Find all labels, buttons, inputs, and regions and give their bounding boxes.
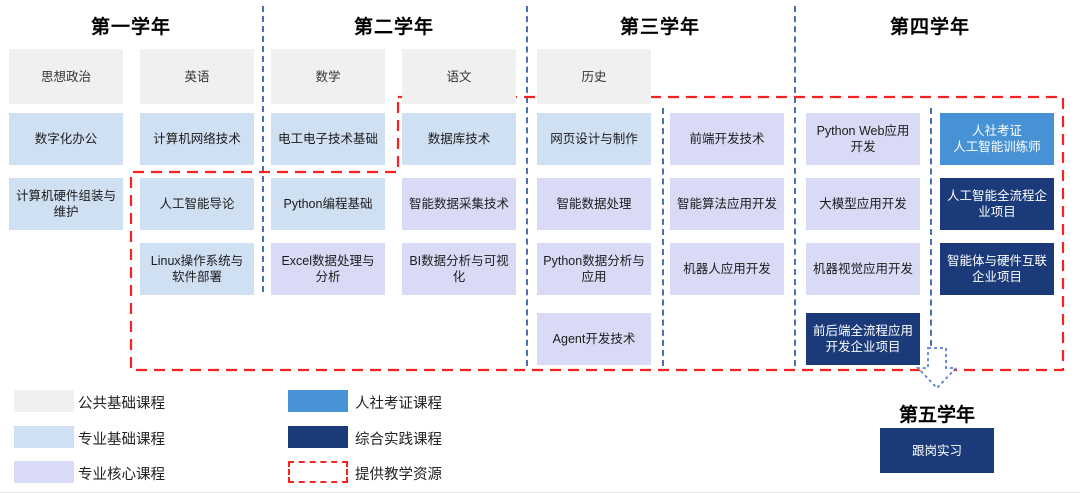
- legend-swatch-prac: [288, 426, 348, 448]
- course-card-label: Python数据分析与应用: [543, 254, 645, 284]
- course-card-label: 电工电子技术基础: [277, 132, 378, 146]
- course-card[interactable]: 人社考证 人工智能训练师: [940, 113, 1054, 165]
- course-card-label: 计算机硬件组装与维护: [15, 189, 116, 219]
- course-card-label: Agent开发技术: [552, 332, 636, 346]
- course-card[interactable]: 计算机硬件组装与维护: [9, 178, 123, 230]
- legend-label: 提供教学资源: [355, 467, 442, 483]
- separator-col7-col8: [930, 108, 932, 366]
- course-card-label: Python Web应用开发: [816, 124, 910, 154]
- course-card-label: 大模型应用开发: [819, 197, 907, 211]
- course-card[interactable]: 数字化办公: [9, 113, 123, 165]
- legend-swatch-core: [14, 461, 74, 483]
- course-card[interactable]: Python数据分析与应用: [537, 243, 651, 295]
- course-card[interactable]: Excel数据处理与分析: [271, 243, 385, 295]
- course-card-label: 数字化办公: [34, 132, 98, 146]
- course-card-label: 机器人应用开发: [683, 262, 771, 276]
- legend-label: 专业基础课程: [78, 432, 165, 448]
- course-card-label: 语文: [446, 69, 472, 84]
- course-card-label: 历史: [581, 69, 607, 84]
- course-card-label: Excel数据处理与分析: [281, 254, 375, 284]
- course-card-label: 数学: [315, 69, 341, 84]
- course-card[interactable]: 数据库技术: [402, 113, 516, 165]
- course-card[interactable]: Linux操作系统与软件部署: [140, 243, 254, 295]
- course-card[interactable]: 前端开发技术: [670, 113, 784, 165]
- course-card[interactable]: 历史: [537, 49, 651, 104]
- course-card[interactable]: Python编程基础: [271, 178, 385, 230]
- course-card-label: 机器视觉应用开发: [812, 262, 913, 276]
- course-card-label: 网页设计与制作: [550, 132, 638, 146]
- separator-year2-year3: [526, 6, 528, 366]
- year-title-4: 第四学年: [889, 17, 970, 38]
- course-card-label: 智能数据采集技术: [408, 197, 509, 211]
- course-card-label: Python编程基础: [283, 197, 373, 211]
- legend-swatch-cert: [288, 390, 348, 412]
- course-card[interactable]: 数学: [271, 49, 385, 104]
- legend-label: 综合实践课程: [355, 432, 442, 448]
- course-card[interactable]: Python Web应用开发: [806, 113, 920, 165]
- course-card-label: 思想政治: [40, 69, 91, 84]
- separator-year1-year2: [262, 6, 264, 292]
- course-card[interactable]: 思想政治: [9, 49, 123, 104]
- course-card[interactable]: 智能算法应用开发: [670, 178, 784, 230]
- legend-swatch-basic: [14, 426, 74, 448]
- course-card[interactable]: 智能数据处理: [537, 178, 651, 230]
- progression-arrow-icon: [915, 347, 959, 390]
- course-card[interactable]: 机器视觉应用开发: [806, 243, 920, 295]
- year-title-3: 第三学年: [619, 17, 700, 38]
- course-card-label: 前后端全流程应用开发企业项目: [812, 324, 913, 354]
- year-title-2: 第二学年: [353, 17, 434, 38]
- course-card[interactable]: 机器人应用开发: [670, 243, 784, 295]
- course-card[interactable]: 电工电子技术基础: [271, 113, 385, 165]
- course-card-label: 数据库技术: [427, 132, 491, 146]
- course-card[interactable]: 人工智能全流程企业项目: [940, 178, 1054, 230]
- course-card-label: 智能算法应用开发: [676, 197, 777, 211]
- course-card[interactable]: Agent开发技术: [537, 313, 651, 365]
- course-card-label: 智能数据处理: [556, 197, 632, 211]
- course-card[interactable]: 前后端全流程应用开发企业项目: [806, 313, 920, 365]
- course-card[interactable]: 英语: [140, 49, 254, 104]
- separator-col5-col6: [662, 108, 664, 366]
- course-card-label: 英语: [184, 69, 210, 84]
- course-card-label: 计算机网络技术: [153, 132, 241, 146]
- course-card[interactable]: 智能体与硬件互联企业项目: [940, 243, 1054, 295]
- legend-label: 人社考证课程: [355, 396, 442, 412]
- course-card[interactable]: 语文: [402, 49, 516, 104]
- year5-internship-card[interactable]: 跟岗实习: [880, 428, 994, 473]
- course-card-label: Linux操作系统与软件部署: [150, 254, 244, 284]
- legend-label: 专业核心课程: [78, 467, 165, 483]
- course-card-label: 人社考证 人工智能训练师: [953, 124, 1041, 154]
- course-card[interactable]: 人工智能导论: [140, 178, 254, 230]
- year-title-1: 第一学年: [90, 17, 171, 38]
- year5-title: 第五学年: [898, 405, 975, 426]
- separator-year3-year4: [794, 6, 796, 366]
- course-card[interactable]: 网页设计与制作: [537, 113, 651, 165]
- course-card-label: 人工智能全流程企业项目: [946, 189, 1047, 219]
- course-card[interactable]: BI数据分析与可视化: [402, 243, 516, 295]
- course-card-label: BI数据分析与可视化: [409, 254, 509, 284]
- course-card[interactable]: 大模型应用开发: [806, 178, 920, 230]
- legend-label: 公共基础课程: [78, 396, 165, 412]
- course-card-label: 人工智能导论: [159, 197, 235, 211]
- course-card[interactable]: 计算机网络技术: [140, 113, 254, 165]
- legend-swatch-public: [14, 390, 74, 412]
- course-card-label: 智能体与硬件互联企业项目: [946, 254, 1047, 284]
- course-card-label: 前端开发技术: [689, 132, 765, 146]
- legend-swatch-resource-boundary: [288, 461, 348, 483]
- course-card[interactable]: 智能数据采集技术: [402, 178, 516, 230]
